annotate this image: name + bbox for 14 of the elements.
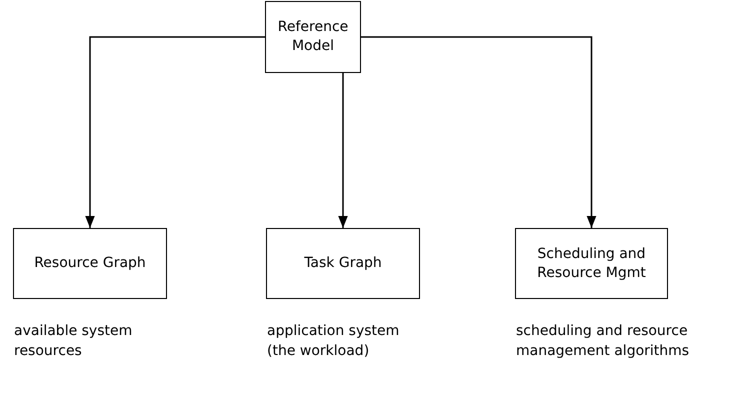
process-box [13, 228, 167, 299]
node-caption: application system (the workload) [267, 322, 400, 362]
arrow [85, 36, 265, 228]
box-label: Reference Model [276, 18, 350, 56]
box-label: Task Graph [304, 254, 382, 273]
process-box [265, 1, 361, 73]
arrow [338, 73, 348, 228]
arrow [361, 36, 596, 228]
box-label: Scheduling and Resource Mgmt [536, 244, 647, 282]
process-box [515, 228, 668, 299]
node-caption: available system resources [14, 322, 134, 362]
box-label: Resource Graph [34, 254, 146, 273]
process-box [266, 228, 420, 299]
node-caption: scheduling and resource management algorithms [516, 322, 690, 362]
